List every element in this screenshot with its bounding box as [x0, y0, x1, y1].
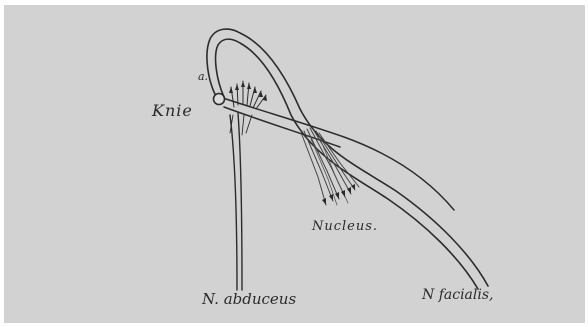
- anatomy-figure: Knie a. Nucleus. N. abduceus N facialis,: [4, 5, 585, 323]
- nerve-drawing: [4, 5, 585, 323]
- fibre-arrowhead: [241, 81, 245, 87]
- nucleus-label: Nucleus.: [312, 220, 378, 233]
- abducens-nerve-left: [230, 115, 237, 290]
- facial-nerve-inner: [216, 39, 478, 289]
- fibre-arrowhead: [335, 192, 339, 199]
- genu-ring: [214, 94, 225, 105]
- abducens-fan: [242, 115, 244, 135]
- point-a-label: a.: [198, 71, 208, 82]
- abducens-nerve-right: [238, 113, 242, 290]
- facialis-label: N facialis,: [422, 288, 493, 302]
- abducens-label: N. abduceus: [202, 292, 296, 307]
- fibre-arrowhead: [229, 87, 233, 93]
- facial-nucleus-fibre: [304, 131, 333, 201]
- fibre-arrowhead: [247, 83, 251, 89]
- abducens-fan: [246, 115, 252, 133]
- knie-label: Knie: [152, 103, 193, 119]
- abducens-fibre: [253, 91, 261, 108]
- fibre-arrowhead: [329, 194, 333, 201]
- fibre-arrowhead: [341, 190, 345, 197]
- abducens-fibre: [256, 95, 266, 109]
- fibre-arrowhead: [235, 84, 239, 90]
- fibre-arrowhead: [322, 198, 326, 205]
- fibre-arrowhead: [253, 87, 257, 93]
